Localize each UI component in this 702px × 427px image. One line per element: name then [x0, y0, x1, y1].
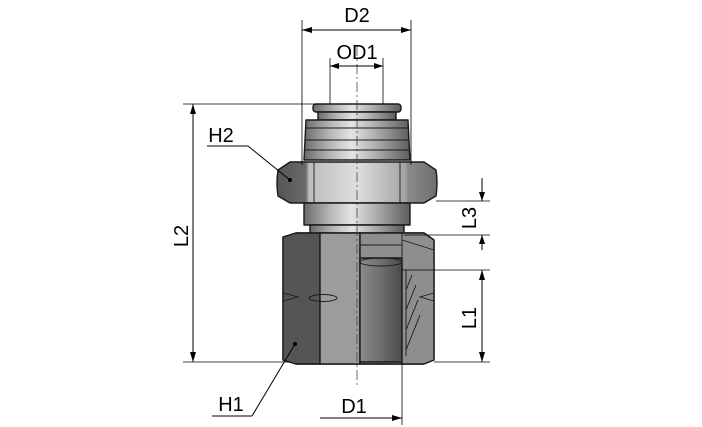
dim-l2: L2: [171, 103, 318, 363]
leader-h1: H1: [212, 342, 297, 417]
dim-l3: L3: [404, 178, 490, 250]
label-d1: D1: [341, 396, 367, 418]
label-l2: L2: [171, 225, 193, 247]
label-h1: H1: [218, 394, 244, 416]
dim-l1: L1: [402, 269, 490, 363]
dim-d2: D2: [301, 5, 412, 165]
hex-nut-upper: [276, 161, 438, 204]
label-l1: L1: [459, 307, 481, 329]
label-d2: D2: [344, 5, 370, 27]
label-od1: OD1: [336, 42, 377, 64]
hex-body-lower: [282, 232, 435, 365]
dim-od1: OD1: [329, 42, 384, 104]
leader-h2: H2: [207, 125, 292, 182]
dim-d1: D1: [320, 362, 403, 425]
label-l3: L3: [459, 207, 481, 229]
label-h2: H2: [208, 125, 234, 147]
